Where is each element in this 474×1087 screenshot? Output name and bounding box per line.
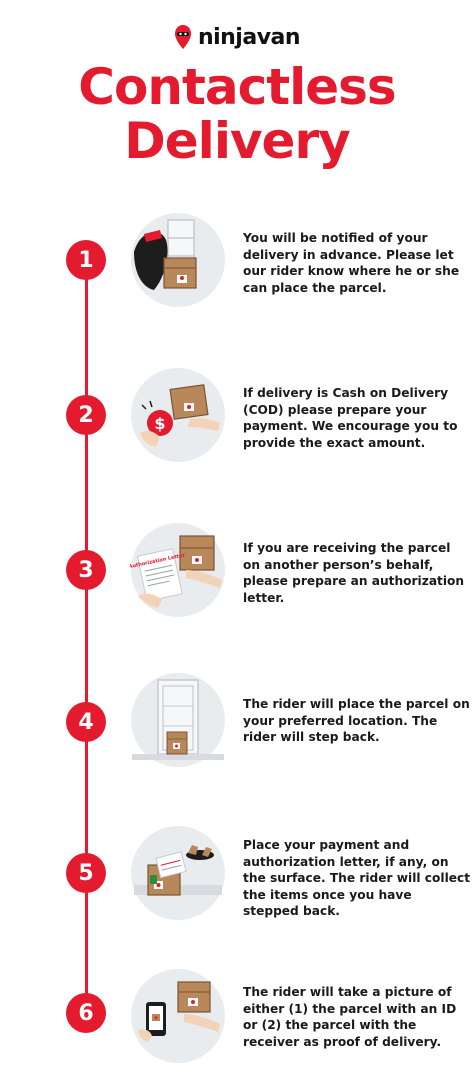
page-title: Contactless Delivery — [0, 60, 474, 168]
brand-name: ninjavan — [197, 24, 301, 50]
step-2: 2 $ If delivery is Cash on Delivery (COD… — [0, 367, 474, 467]
timeline-line — [85, 260, 88, 1012]
payment-on-surface-icon — [131, 826, 225, 920]
title-line-1: Contactless — [78, 58, 396, 116]
parcel-at-door-icon — [131, 673, 225, 767]
step-3: 3 Authorization Letter If you are receiv… — [0, 522, 474, 622]
step-description: You will be notified of your delivery in… — [243, 231, 460, 295]
brand-header: ninjavan — [0, 22, 474, 52]
step-number-badge: 4 — [66, 702, 106, 742]
step-number-badge: 3 — [66, 550, 106, 590]
step-number-badge: 5 — [66, 853, 106, 893]
step-description: If delivery is Cash on Delivery (COD) pl… — [243, 386, 458, 450]
title-line-2: Delivery — [124, 112, 350, 170]
step-description: Place your payment and authorization let… — [243, 838, 471, 918]
step-number-badge: 1 — [66, 240, 106, 280]
step-5: 5 Place your payment and authorization l… — [0, 825, 474, 925]
step-description: The rider will place the parcel on your … — [243, 697, 470, 744]
step-description: The rider will take a picture of either … — [243, 985, 457, 1049]
cash-payment-icon: $ — [131, 368, 225, 462]
step-number-badge: 6 — [66, 993, 106, 1033]
photo-proof-icon — [131, 969, 225, 1063]
step-number-badge: 2 — [66, 395, 106, 435]
step-1: 1 You will be notified of your delivery … — [0, 212, 474, 312]
ninja-head-icon — [174, 25, 191, 49]
step-6: 6 The rider will take a picture of eithe… — [0, 968, 474, 1068]
step-description: If you are receiving the parcel on anoth… — [243, 541, 465, 605]
authorization-letter-icon: Authorization Letter — [130, 523, 225, 617]
step-4: 4 The rider will place the parcel on you… — [0, 672, 474, 772]
rider-with-parcel-icon — [131, 213, 225, 307]
svg-text:$: $ — [154, 414, 165, 433]
